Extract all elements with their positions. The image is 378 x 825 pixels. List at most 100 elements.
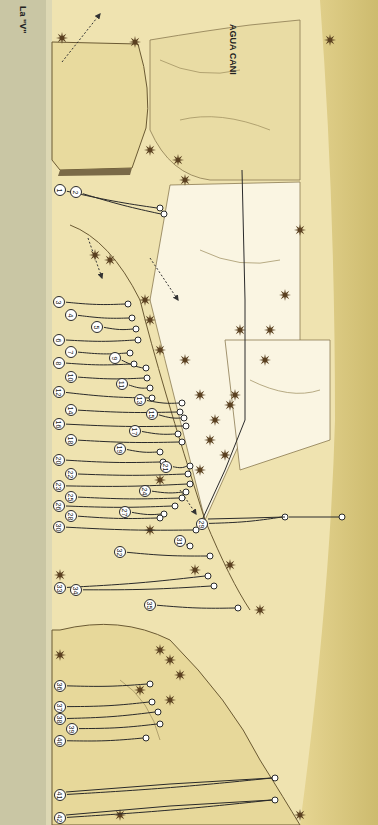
anchor-ring xyxy=(172,503,178,509)
anchor-ring xyxy=(157,449,163,455)
callout-number: 14 xyxy=(67,406,74,414)
route-line xyxy=(66,800,272,815)
anchor-ring xyxy=(143,365,149,371)
route-number: 32 xyxy=(114,546,126,558)
callout-number: 31 xyxy=(176,537,183,545)
route-line xyxy=(66,302,125,304)
route-number: 14 xyxy=(65,404,77,416)
trail-fringe xyxy=(46,0,52,825)
route-number: 18 xyxy=(65,434,77,446)
route-number: 22 xyxy=(65,468,77,480)
route-number: 4 xyxy=(65,309,77,321)
route-line xyxy=(66,527,193,530)
anchor-ring xyxy=(205,573,211,579)
bush-symbol xyxy=(89,249,101,261)
route-line xyxy=(132,512,161,514)
anchor-ring xyxy=(183,489,189,495)
anchor-ring xyxy=(272,775,278,781)
route-line xyxy=(67,738,143,741)
route-number: 3 xyxy=(53,296,65,308)
route-number: 20 xyxy=(53,454,65,466)
bush-symbol xyxy=(154,474,166,486)
route-number: 16 xyxy=(53,418,65,430)
route-number: 8 xyxy=(53,357,65,369)
anchor-ring xyxy=(187,543,193,549)
route-line xyxy=(79,724,157,729)
route-number: 23 xyxy=(53,480,65,492)
anchor-ring xyxy=(181,415,187,421)
anchor-ring xyxy=(211,583,217,589)
route-line xyxy=(67,778,272,794)
sector-outline xyxy=(70,225,250,610)
callout-number: 30 xyxy=(55,523,62,531)
route-number: 25 xyxy=(65,491,77,503)
callout-number: 39 xyxy=(68,725,75,733)
route-line xyxy=(289,517,340,518)
anchor-ring xyxy=(127,350,133,356)
route-number: 37 xyxy=(54,701,66,713)
callout-number: 21 xyxy=(162,463,169,471)
callout-number: 25 xyxy=(67,493,74,501)
callout-number: 27 xyxy=(121,508,128,516)
anchor-ring xyxy=(339,514,345,520)
upper-slab xyxy=(150,20,300,180)
route-number: 29 xyxy=(196,518,208,530)
callout-number: 18 xyxy=(67,436,74,444)
bush-symbol xyxy=(134,684,146,696)
route-number: 21 xyxy=(160,461,172,473)
bush-symbol xyxy=(54,649,66,661)
route-number: 9 xyxy=(109,352,121,364)
anchor-ring xyxy=(187,463,193,469)
callout-number: 9 xyxy=(112,356,119,360)
anchor-ring xyxy=(131,361,137,367)
route-line xyxy=(208,517,285,519)
bush-symbol xyxy=(194,464,206,476)
callout-number: 36 xyxy=(56,682,63,690)
bush-symbol xyxy=(129,36,141,48)
anchor-ring xyxy=(187,481,193,487)
anchor-ring xyxy=(143,735,149,741)
anchor-ring xyxy=(179,400,185,406)
bush-symbol xyxy=(294,809,306,821)
bush-symbol xyxy=(189,564,201,576)
callout-number: 40 xyxy=(56,737,63,745)
route-line xyxy=(66,778,272,792)
route-number: 13 xyxy=(134,394,146,406)
route-line xyxy=(159,415,181,418)
route-line xyxy=(104,327,133,329)
route-line xyxy=(67,576,205,587)
route-line xyxy=(127,450,157,453)
callout-number: 5 xyxy=(94,325,101,329)
route-number: 33 xyxy=(54,582,66,594)
callout-number: 24 xyxy=(141,487,148,495)
callout-number: 3 xyxy=(56,300,63,304)
route-line xyxy=(203,170,245,518)
bush-symbol xyxy=(164,694,176,706)
route-number: 36 xyxy=(54,680,66,692)
anchor-ring xyxy=(235,605,241,611)
approach-arrow xyxy=(150,258,178,300)
approach-arrow xyxy=(88,238,102,278)
bush-symbol xyxy=(179,174,191,186)
formation-name: AGUA CANI xyxy=(228,24,238,75)
sector-label: La "V" xyxy=(18,6,28,34)
anchor-ring xyxy=(129,315,135,321)
bush-symbol xyxy=(56,32,68,44)
callout-number: 20 xyxy=(55,456,62,464)
anchor-ring xyxy=(135,337,141,343)
route-number: 19 xyxy=(114,443,126,455)
callout-number: 13 xyxy=(136,396,143,404)
callout-number: 10 xyxy=(67,373,74,381)
lower-sector xyxy=(52,624,300,825)
route-number: 27 xyxy=(119,506,131,518)
bush-symbol xyxy=(204,434,216,446)
route-line xyxy=(78,377,144,379)
route-line xyxy=(66,363,131,365)
callout-number: 19 xyxy=(116,445,123,453)
bush-symbol xyxy=(139,294,151,306)
bush-symbol xyxy=(234,324,246,336)
route-number: 26 xyxy=(53,500,65,512)
bush-symbol xyxy=(324,34,336,46)
